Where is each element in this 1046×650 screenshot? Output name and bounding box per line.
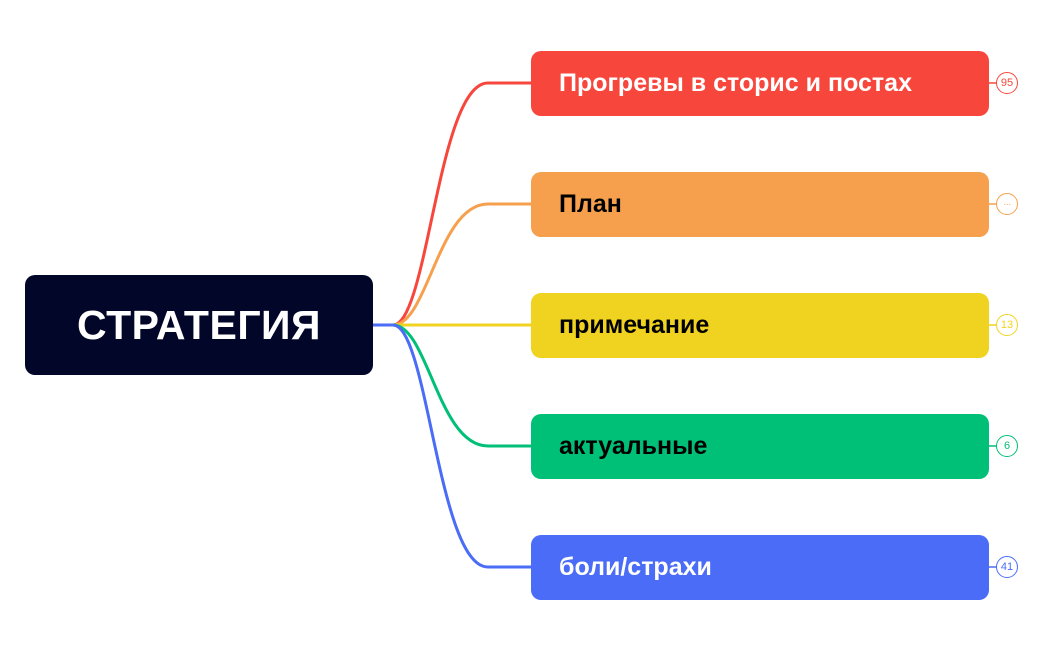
- root-topic-label: СТРАТЕГИЯ: [76, 301, 321, 348]
- branch-topic-label: Прогревы в сторис и постах: [559, 68, 912, 97]
- branch-connector-line: [391, 202, 533, 327]
- collapse-count-badge[interactable]: 95: [996, 72, 1018, 94]
- collapse-more-badge[interactable]: ···: [996, 193, 1018, 215]
- branch-topic-highlights[interactable]: актуальные: [531, 413, 989, 479]
- branch-connector-line: [391, 323, 533, 569]
- branch-topic-note[interactable]: примечание: [531, 292, 989, 358]
- branch-topic-pains-fears[interactable]: боли/страхи: [531, 534, 989, 600]
- branch-topic-label: примечание: [559, 310, 710, 339]
- branch-topic-plan[interactable]: План: [531, 171, 989, 237]
- root-topic[interactable]: СТРАТЕГИЯ: [25, 275, 373, 375]
- branch-topic-label: План: [559, 189, 622, 218]
- branch-topic-label: актуальные: [559, 431, 708, 460]
- branch-topic-warmups[interactable]: Прогревы в сторис и постах: [531, 50, 989, 116]
- collapse-count-badge[interactable]: 41: [996, 556, 1018, 578]
- branch-connector-line: [391, 323, 533, 448]
- branch-topic-label: боли/страхи: [559, 552, 712, 581]
- collapse-count-badge[interactable]: 6: [996, 435, 1018, 457]
- branch-connector-line: [391, 81, 533, 327]
- collapse-count-badge[interactable]: 13: [996, 314, 1018, 336]
